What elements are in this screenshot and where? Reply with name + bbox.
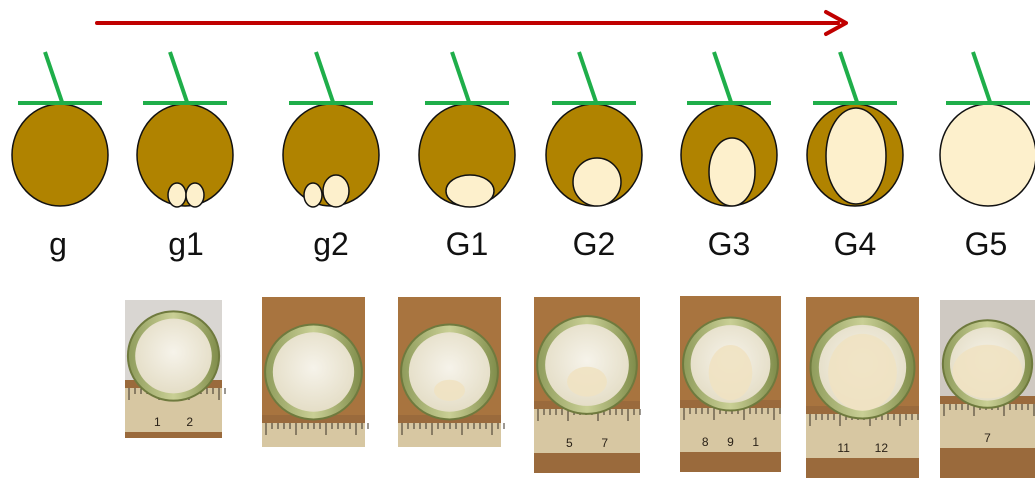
ruler: 8 9 1 <box>680 408 781 452</box>
stage-photos: 125789111127 <box>125 296 1035 478</box>
photo-G4: 11 12 <box>806 297 919 478</box>
photo-G2: 57 <box>534 297 640 473</box>
stalk <box>45 52 62 102</box>
stalk <box>316 52 333 102</box>
stalk <box>452 52 469 102</box>
photo-endosperm <box>434 380 465 401</box>
ruler <box>398 423 504 447</box>
stage-label-g1: g1 <box>146 226 226 263</box>
endosperm <box>323 175 349 207</box>
stage-label-G2: G2 <box>554 226 634 263</box>
photo-G1 <box>398 297 504 447</box>
nut-schematic-G5 <box>940 52 1035 206</box>
nut-schematic-g <box>12 52 108 206</box>
nut-body <box>12 104 108 206</box>
stage-label-G4: G4 <box>815 226 895 263</box>
endosperm <box>573 158 621 206</box>
ruler-tick-label: 1 <box>752 435 759 449</box>
stage-label-g2: g2 <box>291 226 371 263</box>
endosperm <box>168 183 186 207</box>
stage-label-G3: G3 <box>689 226 769 263</box>
ruler: 57 <box>534 409 640 453</box>
photo-endosperm <box>828 334 897 411</box>
endosperm <box>186 183 204 207</box>
photo-G3: 8 9 1 <box>680 296 781 472</box>
nut-schematic-g1 <box>137 52 233 207</box>
ruler-tick-label: 11 <box>837 441 850 455</box>
ruler-tick-label: 5 <box>566 436 573 450</box>
photo-endosperm <box>953 345 1023 399</box>
ruler-tick-label: 12 <box>875 441 889 455</box>
endosperm <box>709 138 755 206</box>
stalk <box>973 52 990 102</box>
nut-schematic-g2 <box>283 52 379 207</box>
stalk <box>840 52 857 102</box>
ruler-tick-label: 9 <box>727 435 734 449</box>
endosperm <box>304 183 322 207</box>
nut-flesh <box>135 319 212 394</box>
photo-G5: 7 <box>940 300 1035 478</box>
nut-body <box>940 104 1035 206</box>
photo-endosperm <box>567 367 607 397</box>
arrow-right-icon <box>97 12 846 34</box>
ruler-tick-label: 1 <box>154 415 161 429</box>
nut-schematic-G4 <box>807 52 903 206</box>
ruler: 11 12 <box>806 414 919 458</box>
endosperm <box>826 108 886 204</box>
nut-schematic-G3 <box>681 52 777 206</box>
ruler-tick-label: 7 <box>984 431 991 445</box>
stage-schematics <box>12 52 1035 207</box>
ruler: 7 <box>940 404 1035 448</box>
photo-g2 <box>262 297 368 447</box>
ruler-tick-label: 2 <box>186 415 193 429</box>
nut-flesh <box>273 332 354 411</box>
stage-label-G5: G5 <box>946 226 1026 263</box>
ruler-tick-label: 8 <box>702 435 709 449</box>
stage-label-G1: G1 <box>427 226 507 263</box>
photo-endosperm <box>709 345 753 400</box>
endosperm <box>446 175 494 207</box>
ruler <box>262 423 368 447</box>
nut-schematic-G2 <box>546 52 642 206</box>
ruler-tick-label: 7 <box>601 436 608 450</box>
stalk <box>170 52 187 102</box>
stalk <box>579 52 596 102</box>
stage-label-g: g <box>18 226 98 263</box>
stalk <box>714 52 731 102</box>
photo-g1: 12 <box>125 300 225 438</box>
nut-schematic-G1 <box>419 52 515 207</box>
